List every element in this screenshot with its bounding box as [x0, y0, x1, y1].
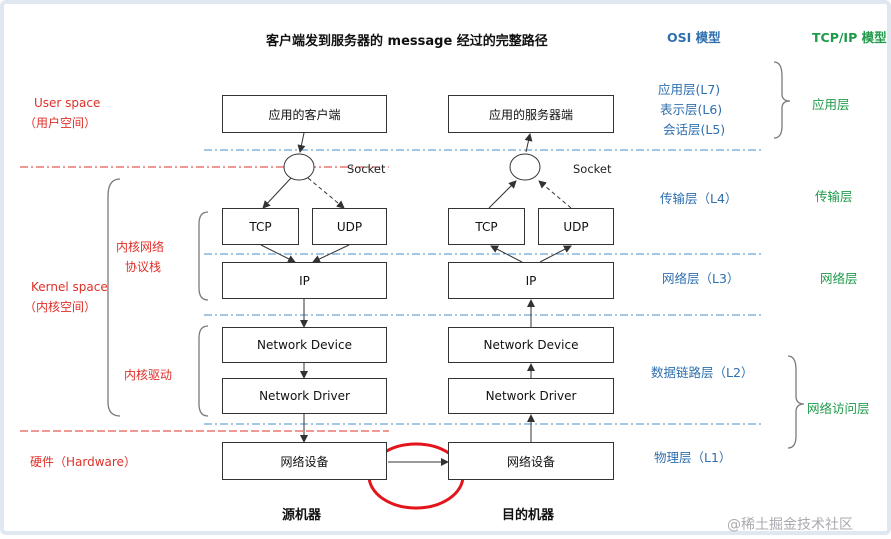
target-ip-box: IP [448, 262, 614, 299]
target-udp-box: UDP [538, 208, 614, 245]
source-network-device-box: Network Device [222, 327, 387, 363]
target-machine-label: 目的机器 [502, 508, 555, 523]
watermark: @稀土掘金技术社区 [727, 517, 853, 533]
osi-l6-label: 表示层(L6) [660, 102, 723, 117]
tcpip-access-label: 网络访问层 [807, 401, 870, 416]
brace-stack [198, 211, 209, 301]
hardware-label: 硬件（Hardware） [30, 455, 136, 469]
brace-osi-l7-l5 [773, 61, 791, 139]
user-space-label: User space [34, 96, 101, 110]
target-socket-circle [509, 153, 541, 181]
source-machine-label: 源机器 [282, 508, 322, 523]
tcpip-header: TCP/IP 模型 [812, 30, 887, 45]
target-hardware-box: 网络设备 [448, 442, 614, 480]
stack-label: 内核网络 [116, 240, 165, 254]
osi-l1-label: 物理层（L1） [654, 450, 732, 465]
kernel-space-label: Kernel space [31, 280, 108, 294]
source-network-driver-box: Network Driver [222, 378, 387, 414]
source-ip-box: IP [222, 262, 387, 299]
tcpip-app-label: 应用层 [812, 97, 850, 112]
source-udp-box: UDP [312, 208, 387, 245]
osi-l4-label: 传输层（L4） [660, 191, 738, 206]
tcpip-network-label: 网络层 [820, 271, 858, 286]
target-app-box: 应用的服务器端 [448, 95, 614, 133]
user-space-cn-label: （用户空间） [24, 116, 97, 130]
diagram-connectors [20, 61, 805, 510]
source-hardware-box: 网络设备 [222, 442, 387, 480]
stack-label-2: 协议栈 [125, 260, 162, 274]
target-socket-label: Socket [573, 162, 612, 176]
brace-driver [198, 325, 209, 417]
brace-kernel-space [107, 178, 121, 417]
source-app-box: 应用的客户端 [222, 95, 387, 133]
target-network-device-box: Network Device [448, 327, 614, 363]
source-tcp-box: TCP [222, 208, 299, 245]
osi-header: OSI 模型 [667, 30, 721, 45]
source-socket-circle [283, 153, 315, 181]
tcpip-transport-label: 传输层 [815, 189, 853, 204]
driver-label: 内核驱动 [124, 368, 173, 382]
osi-l3-label: 网络层（L3） [662, 271, 740, 286]
brace-osi-l2-l1 [787, 355, 805, 449]
target-network-driver-box: Network Driver [448, 378, 614, 414]
source-socket-label: Socket [347, 162, 386, 176]
osi-l5-label: 会话层(L5) [663, 122, 726, 137]
kernel-space-cn-label: （内核空间） [24, 300, 97, 314]
osi-l7-label: 应用层(L7) [658, 82, 721, 97]
diagram-title: 客户端发到服务器的 message 经过的完整路径 [266, 34, 548, 49]
osi-l2-label: 数据链路层（L2） [651, 365, 754, 380]
target-tcp-box: TCP [448, 208, 525, 245]
